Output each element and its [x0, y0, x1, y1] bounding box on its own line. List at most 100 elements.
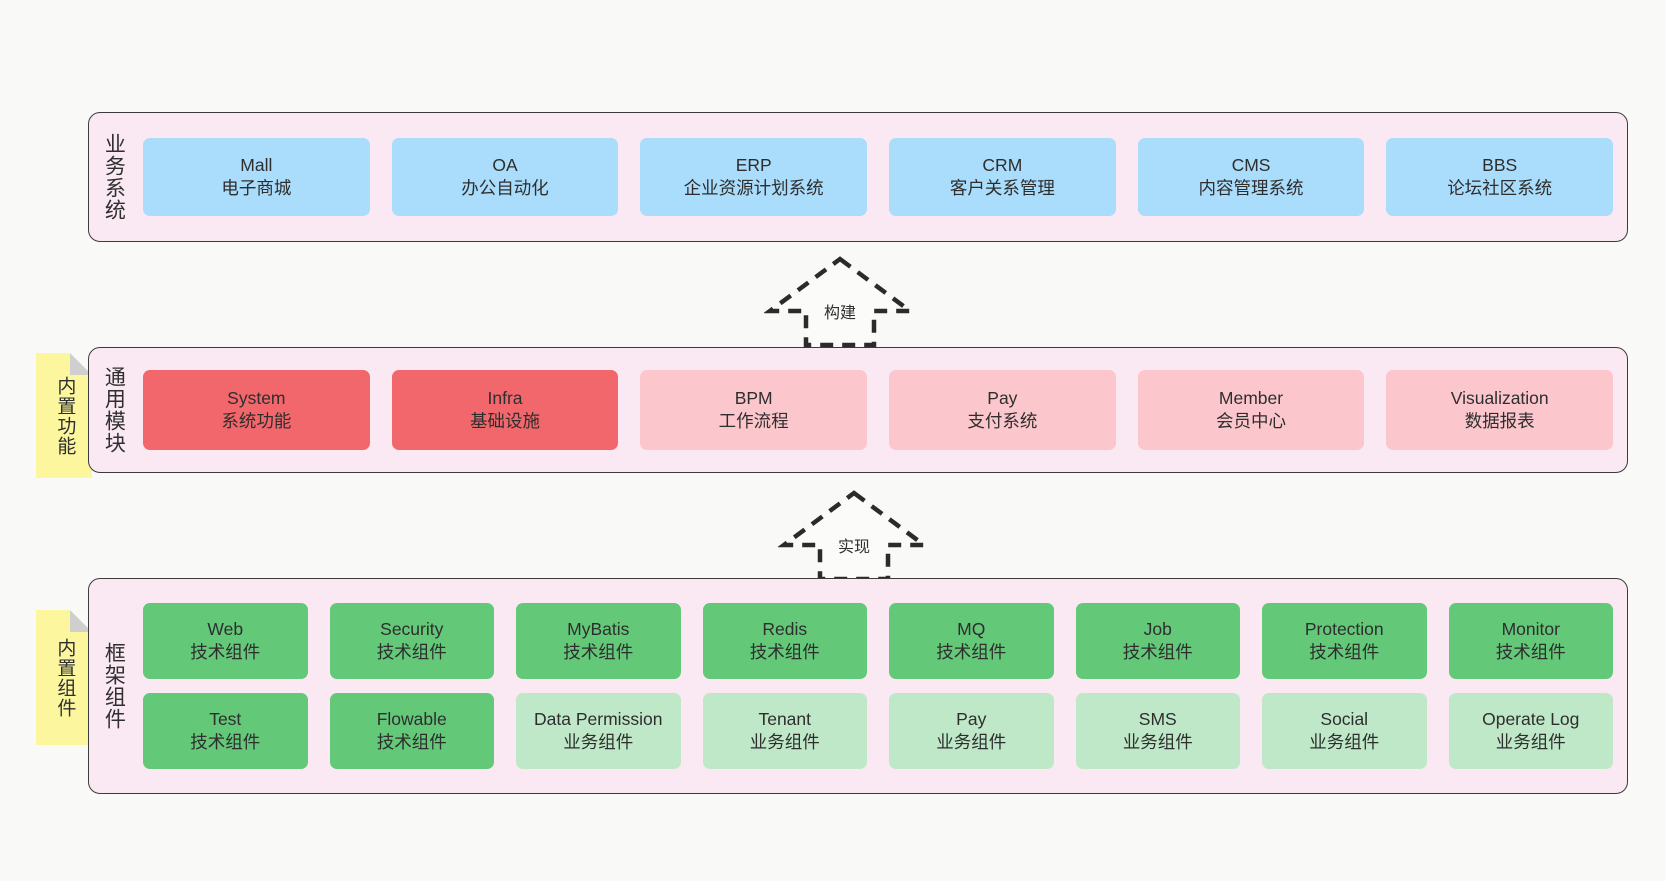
card-title: Flowable [376, 708, 447, 729]
card-member[interactable]: Member 会员中心 [1137, 370, 1365, 450]
card-title: ERP [735, 154, 772, 175]
card-subtitle: 企业资源计划系统 [683, 178, 824, 198]
card-tenant[interactable]: Tenant 业务组件 [702, 693, 867, 769]
card-title: Mall [240, 154, 273, 175]
card-subtitle: 业务组件 [749, 732, 820, 752]
card-title: BBS [1482, 154, 1518, 175]
card-title: Redis [762, 618, 808, 639]
card-system[interactable]: System 系统功能 [143, 370, 370, 450]
card-bbs[interactable]: BBS 论坛社区系统 [1386, 138, 1614, 216]
card-subtitle: 技术组件 [190, 642, 261, 662]
card-subtitle: 业务组件 [1495, 732, 1566, 752]
card-subtitle: 客户关系管理 [949, 178, 1055, 198]
module-card-row: System 系统功能 Infra 基础设施 BPM 工作流程 Pay 支付系统 Member 会… [143, 370, 1614, 450]
card-subtitle: 技术组件 [376, 732, 447, 752]
card-subtitle: 会员中心 [1216, 411, 1287, 431]
card-title: Web [207, 618, 244, 639]
card-test[interactable]: Test 技术组件 [143, 693, 308, 769]
card-security[interactable]: Security 技术组件 [329, 603, 494, 679]
card-title: MyBatis [567, 618, 630, 639]
card-monitor[interactable]: Monitor 技术组件 [1448, 603, 1613, 679]
arrow-implement: 实现 [778, 487, 930, 583]
layer-body-common-module: System 系统功能 Infra 基础设施 BPM 工作流程 Pay 支付系统 Member 会… [137, 348, 1627, 472]
note-builtin-component: 内置组件 [36, 610, 92, 745]
card-title: Visualization [1450, 387, 1549, 408]
card-title: Member [1218, 387, 1284, 408]
card-title: Protection [1304, 618, 1384, 639]
card-mall[interactable]: Mall 电子商城 [143, 138, 370, 216]
card-subtitle: 基础设施 [470, 411, 540, 431]
card-subtitle: 技术组件 [563, 642, 634, 662]
card-crm[interactable]: CRM 客户关系管理 [889, 138, 1116, 216]
card-protection[interactable]: Protection 技术组件 [1262, 603, 1427, 679]
card-visualization[interactable]: Visualization 数据报表 [1386, 370, 1614, 450]
card-title: OA [492, 154, 518, 175]
card-subtitle: 内容管理系统 [1198, 178, 1304, 198]
card-subtitle: 系统功能 [221, 411, 292, 431]
card-subtitle: 工作流程 [718, 411, 789, 431]
card-subtitle: 技术组件 [190, 732, 261, 752]
card-title: Operate Log [1482, 708, 1580, 729]
card-bpm[interactable]: BPM 工作流程 [640, 370, 868, 450]
card-web[interactable]: Web 技术组件 [143, 603, 308, 679]
card-title: Tenant [758, 708, 812, 729]
card-data-permission[interactable]: Data Permission 业务组件 [516, 693, 681, 769]
layer-title-common-module: 通用模块 [102, 366, 126, 454]
card-subtitle: 支付系统 [967, 411, 1038, 431]
card-infra[interactable]: Infra 基础设施 [391, 370, 619, 450]
card-title: MQ [957, 618, 986, 639]
card-subtitle: 技术组件 [1495, 642, 1566, 662]
card-title: System [227, 387, 286, 408]
card-title: Data Permission [534, 708, 663, 729]
layer-title-business-system: 业务系统 [102, 133, 126, 221]
note-builtin-function-label: 内置功能 [54, 375, 76, 456]
card-subtitle: 业务组件 [563, 732, 634, 752]
arrow-build-shape [764, 256, 916, 348]
card-title: Security [380, 618, 444, 639]
card-title: Pay [956, 708, 987, 729]
card-subtitle: 技术组件 [1309, 642, 1380, 662]
layer-title-framework-component: 框架组件 [102, 642, 126, 730]
note-builtin-function: 内置功能 [36, 353, 92, 478]
card-mq[interactable]: MQ 技术组件 [889, 603, 1054, 679]
card-flowable[interactable]: Flowable 技术组件 [329, 693, 494, 769]
card-title: BPM [734, 387, 773, 408]
card-title: Social [1320, 708, 1369, 729]
card-subtitle: 技术组件 [1122, 642, 1193, 662]
card-subtitle: 技术组件 [936, 642, 1007, 662]
card-title: CMS [1231, 154, 1271, 175]
card-mybatis[interactable]: MyBatis 技术组件 [516, 603, 681, 679]
card-pay[interactable]: Pay 支付系统 [889, 370, 1116, 450]
card-title: Monitor [1501, 618, 1560, 639]
arrow-implement-shape [778, 490, 930, 582]
card-subtitle: 业务组件 [936, 732, 1007, 752]
layer-framework-component: 框架组件 Web 技术组件 Security 技术组件 MyBatis 技术组件 Redis… [88, 578, 1628, 794]
card-operate-log[interactable]: Operate Log 业务组件 [1448, 693, 1613, 769]
card-cms[interactable]: CMS 内容管理系统 [1137, 138, 1365, 216]
card-erp[interactable]: ERP 企业资源计划系统 [640, 138, 868, 216]
card-subtitle: 业务组件 [1122, 732, 1193, 752]
card-subtitle: 电子商城 [221, 178, 292, 198]
card-title: Pay [987, 387, 1018, 408]
card-sms[interactable]: SMS 业务组件 [1075, 693, 1240, 769]
note-builtin-component-label: 内置组件 [54, 637, 76, 718]
card-pay[interactable]: Pay 业务组件 [889, 693, 1054, 769]
card-subtitle: 技术组件 [376, 642, 447, 662]
card-title: Test [209, 708, 242, 729]
arrow-build: 构建 [764, 253, 916, 349]
card-title: SMS [1138, 708, 1177, 729]
card-title: CRM [982, 154, 1023, 175]
layer-common-module: 通用模块 System 系统功能 Infra 基础设施 BPM 工作流程 Pay 支付系统 Me… [88, 347, 1628, 473]
card-subtitle: 论坛社区系统 [1447, 178, 1553, 198]
card-subtitle: 数据报表 [1464, 411, 1535, 431]
card-title: Infra [487, 387, 523, 408]
